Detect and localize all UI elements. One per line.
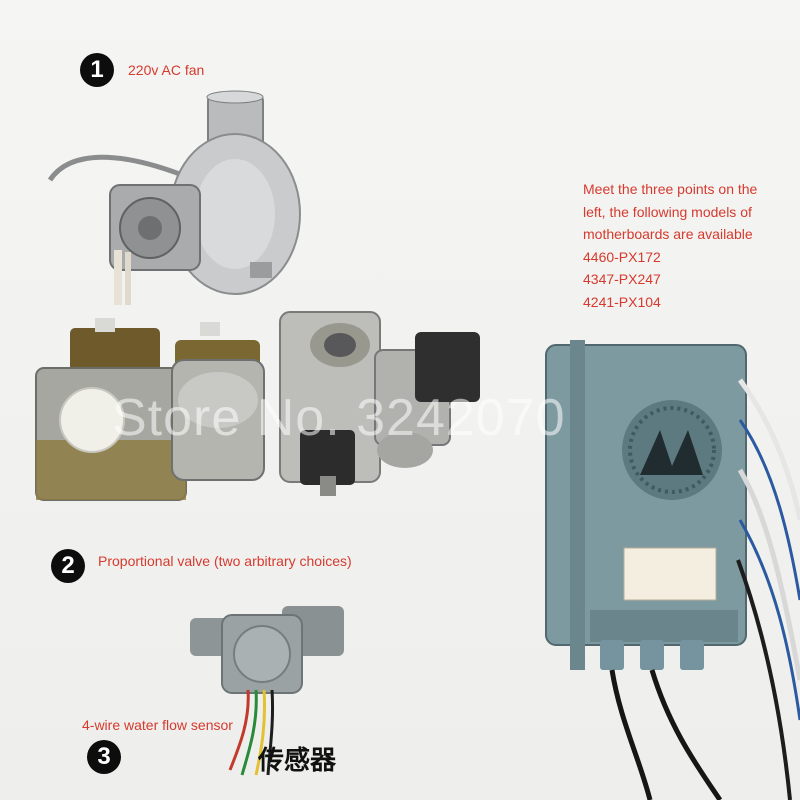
marker-3-icon: 3 [87,740,121,774]
marker-2-icon: 2 [51,549,85,583]
fan-blower [109,90,301,305]
model-4347: 4347-PX247 [583,271,661,287]
caption-fan: 220v AC fan [128,62,205,78]
proportional-valve-left [35,318,265,501]
controller-box [545,340,800,800]
compatibility-note: Meet the three points on the left, the f… [583,178,783,313]
note-line-3: motherboards are available [583,226,753,242]
model-4460: 4460-PX172 [583,248,661,265]
note-line-2: left, the following models of [583,203,752,220]
caption-valve: Proportional valve (two arbitrary choice… [98,553,352,569]
note-line-1: Meet the three points on the [583,181,758,197]
store-watermark: Store No. 3242070 [112,389,566,447]
proportional-valve-right [279,311,480,496]
water-flow-sensor [190,606,344,776]
sensor-label-zh: 传感器 [258,746,337,776]
fan-cable [47,154,191,182]
caption-sensor: 4-wire water flow sensor [82,717,233,733]
model-4241: 4241-PX104 [583,293,661,310]
marker-1-icon: 1 [80,53,114,87]
